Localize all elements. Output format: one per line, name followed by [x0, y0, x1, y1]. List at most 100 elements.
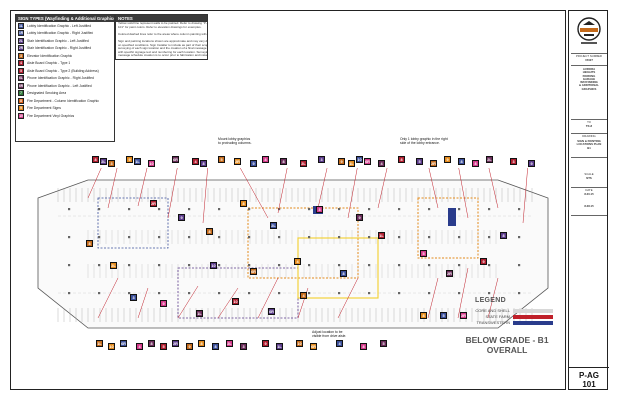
- sign-tag: 8: [92, 156, 99, 163]
- sign-type-label: Elevator Identification Graphic: [27, 53, 73, 58]
- sign-tag: 2L: [100, 158, 107, 165]
- legend-swatch: [513, 308, 553, 313]
- column-marker: [308, 208, 311, 211]
- sign-tag: 2R: [430, 160, 437, 167]
- sign-tag: 9: [178, 214, 185, 221]
- column-marker: [338, 292, 341, 295]
- project-number: 15027: [585, 58, 593, 62]
- sign-tag: 8: [200, 160, 207, 167]
- column-marker: [368, 264, 371, 267]
- sign-tag: 9: [186, 343, 193, 350]
- leader-line: [97, 277, 119, 319]
- title-block-line: GRAPHICS: [581, 86, 597, 91]
- sign-type-swatch: 2R: [18, 45, 24, 52]
- sign-type-label: Designated Smoking Area: [27, 91, 67, 96]
- sign-tag: 8: [420, 312, 427, 319]
- sign-tag: 10: [148, 160, 155, 167]
- firm-logo-icon: [577, 17, 601, 44]
- sign-tag: 6R: [172, 156, 179, 163]
- column-marker: [248, 264, 251, 267]
- leader-line: [202, 168, 208, 224]
- sheet-number-box: P-AG 101: [569, 367, 609, 391]
- sign-type-swatch: 2L: [18, 37, 24, 44]
- legend-label: STATE FARM: [485, 314, 510, 319]
- column-marker: [128, 236, 131, 239]
- sign-tag: 8: [206, 228, 213, 235]
- title-block-rule: [571, 157, 607, 158]
- leader-line: [458, 168, 469, 219]
- column-marker: [488, 292, 491, 295]
- sign-tag: 4: [378, 160, 385, 167]
- notes-line: Colored dashed lines refer to the areas …: [118, 32, 207, 36]
- title-block-rule: [571, 187, 607, 188]
- sign-tag: 1L: [134, 158, 141, 165]
- notes-line: Yellow solid line represent walls to be …: [118, 22, 207, 25]
- sign-tag: 9: [262, 340, 269, 347]
- sign-tag: 8: [398, 156, 405, 163]
- core-area-dashed: [417, 197, 479, 259]
- sign-tag: 2R: [150, 200, 157, 207]
- sign-tag: 6R: [310, 343, 317, 350]
- column-marker: [398, 236, 401, 239]
- column-marker: [458, 292, 461, 295]
- sign-tag: 8: [148, 340, 155, 347]
- sign-tag: 5: [420, 250, 427, 257]
- sign-tag: 9: [338, 158, 345, 165]
- column-marker: [188, 236, 191, 239]
- sign-type-swatch: 4: [18, 60, 24, 67]
- legend-title: LEGEND: [475, 297, 506, 304]
- sign-tag: 6R: [268, 308, 275, 315]
- sign-type-label: Fire Department Signs: [27, 106, 61, 111]
- sign-type-swatch: 5: [18, 67, 24, 74]
- sign-tag: 9: [528, 160, 535, 167]
- title-block-line: WAYFINDING: [580, 80, 598, 85]
- sign-type-swatch: 3: [18, 52, 24, 59]
- leader-line: [457, 267, 469, 319]
- sign-tag: 3: [510, 158, 517, 165]
- core-area-dashed: [97, 197, 169, 249]
- column-marker: [338, 264, 341, 267]
- column-marker: [428, 264, 431, 267]
- column-marker: [428, 208, 431, 211]
- sign-tag: 3: [130, 294, 137, 301]
- title-block-line: LOCATIONS PLAN: [576, 142, 602, 147]
- sign-types-legend: SIGN TYPES (Wayfinding & Additional Grap…: [15, 14, 115, 142]
- sheet-number-line2: 101: [582, 380, 596, 389]
- column-marker: [68, 264, 71, 267]
- leader-line: [87, 168, 102, 199]
- column-marker: [368, 292, 371, 295]
- sign-tag: 2R: [446, 270, 453, 277]
- sign-tag: 2L: [300, 160, 307, 167]
- legend-label: TRANSWESTERN: [476, 320, 510, 325]
- sign-tag: 2R: [460, 312, 467, 319]
- column-marker: [308, 264, 311, 267]
- date-value-2: 8.28.15: [584, 204, 594, 208]
- sign-tag: 8: [86, 240, 93, 247]
- sign-tag: 2R: [172, 340, 179, 347]
- plan-title-line1: BELOW GRADE - B1: [465, 335, 549, 345]
- column-marker: [188, 208, 191, 211]
- sign-tag: 10: [356, 156, 363, 163]
- column-marker: [458, 236, 461, 239]
- sign-type-label: Lobby Identification Graphic - Right Jus…: [27, 31, 94, 36]
- column-marker: [398, 292, 401, 295]
- column-marker: [98, 208, 101, 211]
- sheet-number-line1: P-AG: [579, 371, 599, 380]
- legend-row-core-shell: CORE AND SHELL: [470, 308, 553, 313]
- legend-swatch: [513, 314, 553, 319]
- leader-line: [347, 168, 358, 219]
- column-marker: [68, 236, 71, 239]
- issue-label: TO: [587, 120, 591, 124]
- sign-tag: 9: [126, 156, 133, 163]
- column-marker: [398, 208, 401, 211]
- leader-line: [427, 277, 439, 319]
- leader-line: [217, 287, 239, 319]
